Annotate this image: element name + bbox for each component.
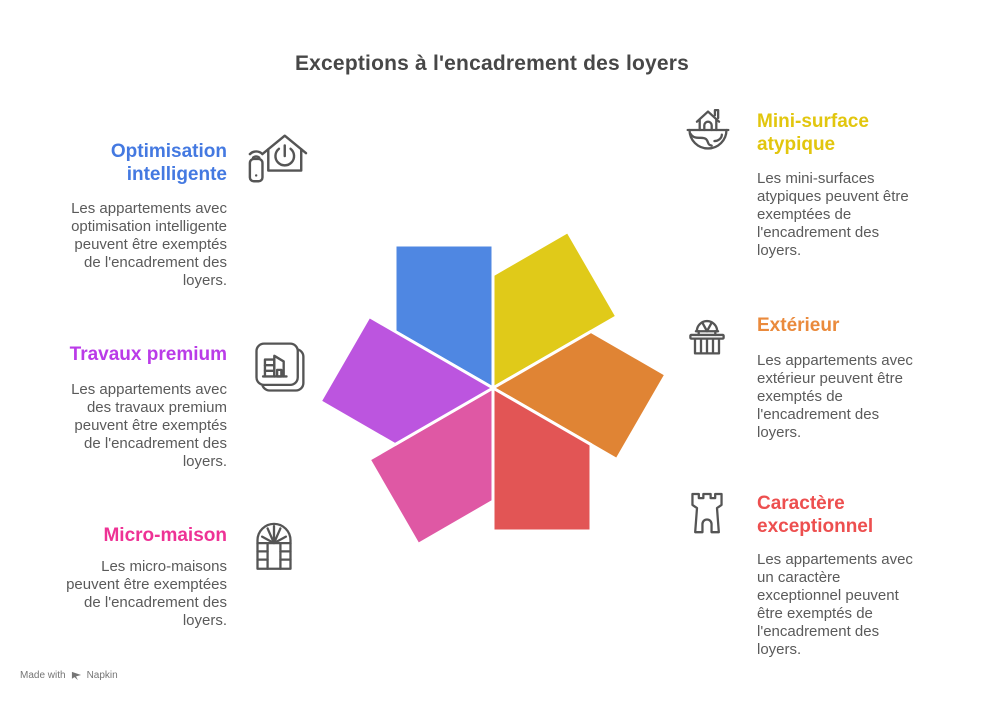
page-title: Exceptions à l'encadrement des loyers bbox=[294, 52, 690, 75]
house-globe-icon bbox=[684, 103, 732, 157]
castle-tower-icon bbox=[687, 488, 727, 540]
section-description: Les appartements avec des travaux premiu… bbox=[71, 381, 227, 470]
blueprint-icon bbox=[249, 336, 309, 400]
section-title: Caractère exceptionnel bbox=[757, 493, 874, 537]
section-travaux-premium: Travaux premium Les appartements avec de… bbox=[49, 343, 227, 471]
napkin-logo-icon bbox=[71, 671, 81, 681]
smart-home-icon bbox=[246, 126, 308, 190]
section-title: Travaux premium bbox=[69, 344, 227, 365]
section-description: Les mini-surfaces atypiques peuvent être… bbox=[757, 170, 909, 259]
balcony-icon bbox=[683, 310, 731, 358]
section-title: Optimisation intelligente bbox=[110, 141, 227, 185]
section-mini-surface-atypique: Mini-surface atypique Les mini-surfaces … bbox=[757, 110, 922, 260]
section-description: Les appartements avec optimisation intel… bbox=[71, 200, 227, 289]
section-description: Les appartements avec un caractère excep… bbox=[757, 551, 913, 658]
petal-travaux-premium bbox=[318, 315, 495, 447]
brand-label: Napkin bbox=[86, 670, 118, 681]
section-title: Micro-maison bbox=[103, 525, 227, 546]
section-title: Extérieur bbox=[757, 315, 840, 336]
napkin-credit: Made with Napkin bbox=[20, 670, 118, 681]
section-title: Mini-surface atypique bbox=[757, 111, 869, 155]
section-caractere-exceptionnel: Caractère exceptionnel Les appartements … bbox=[757, 492, 915, 659]
section-description: Les appartements avec extérieur peuvent … bbox=[757, 352, 913, 441]
section-exterieur: Extérieur Les appartements avec extérieu… bbox=[757, 314, 922, 442]
made-with-label: Made with bbox=[20, 670, 66, 681]
section-optimisation-intelligente: Optimisation intelligente Les appartemen… bbox=[59, 140, 227, 290]
section-description: Les micro-maisons peuvent être exemptées… bbox=[66, 558, 227, 629]
arched-window-icon bbox=[252, 515, 296, 573]
section-micro-maison: Micro-maison Les micro-maisons peuvent ê… bbox=[59, 524, 227, 630]
